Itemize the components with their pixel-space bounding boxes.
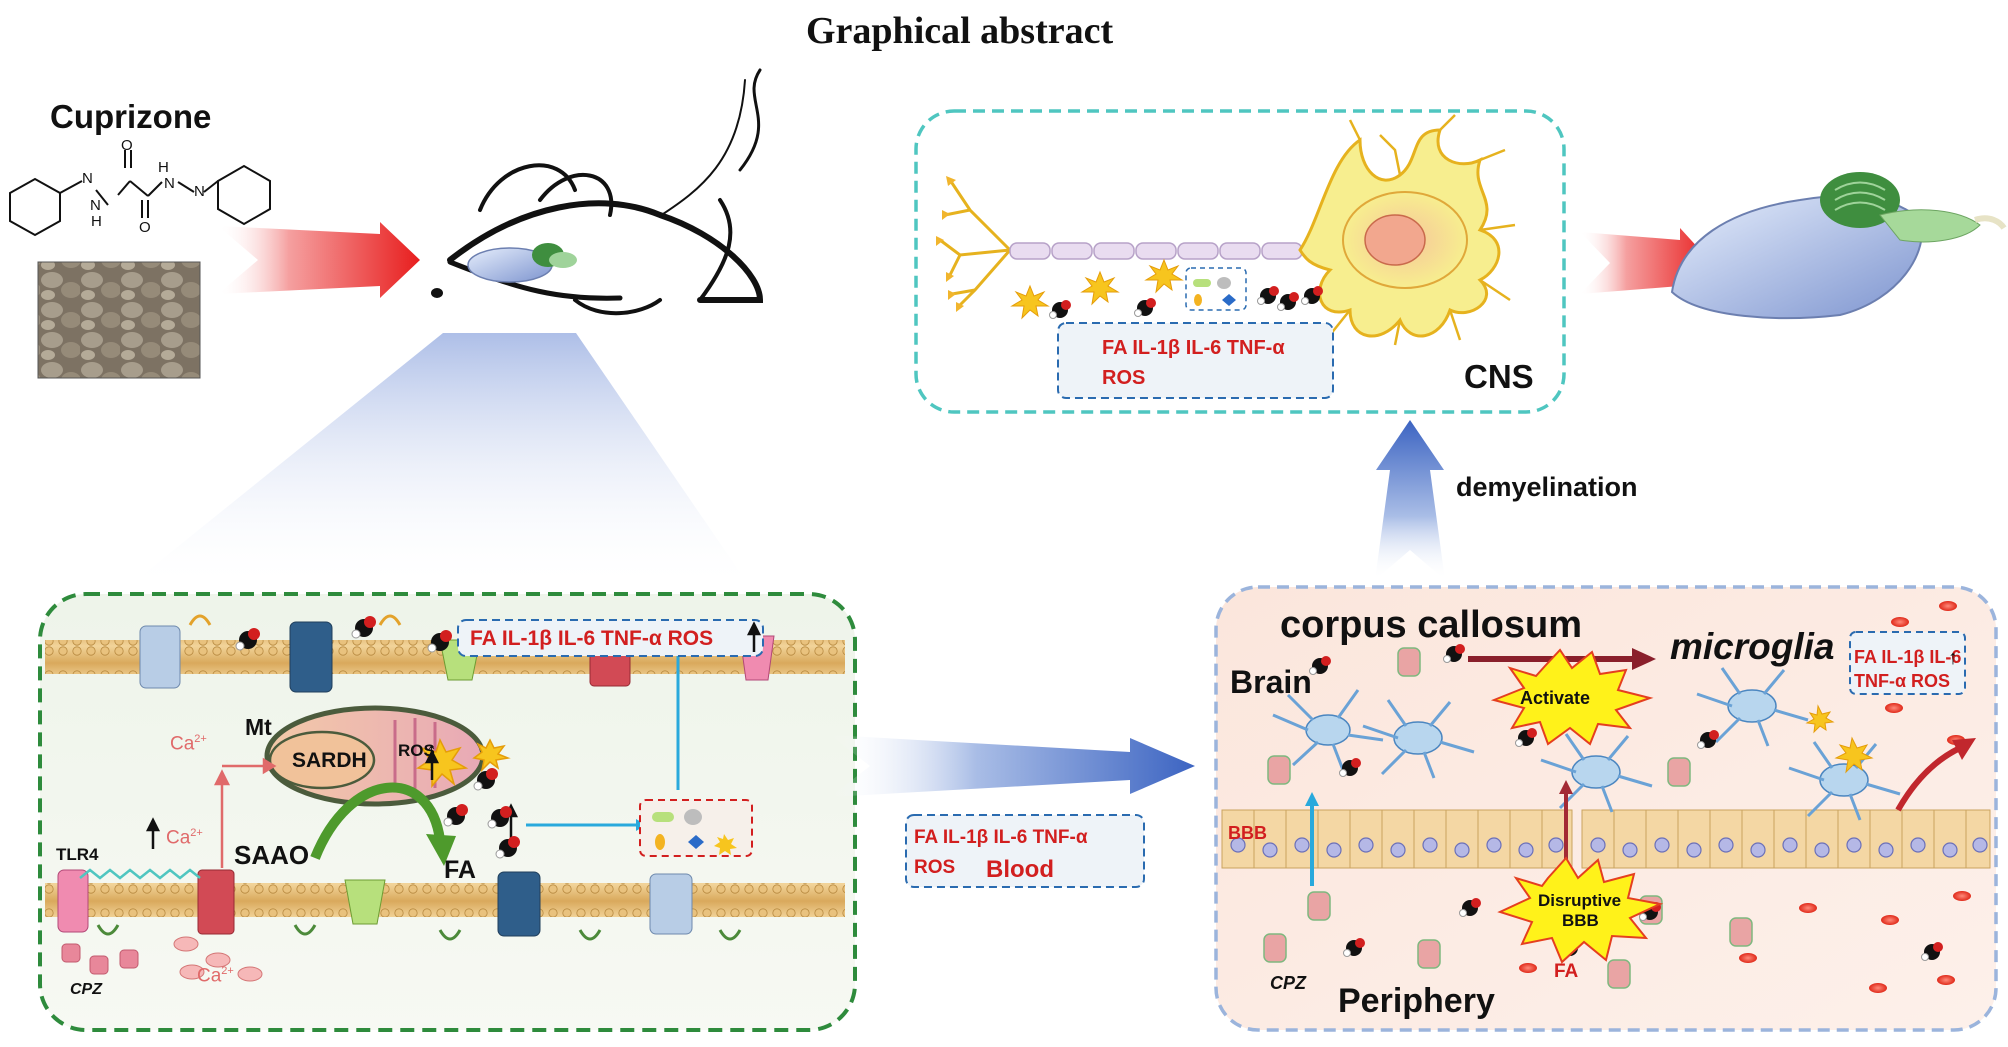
brain-cytokines-line2: TNF-α ROS [1854, 671, 1951, 691]
atom-h2: H [158, 159, 169, 176]
cns-label: CNS [1464, 358, 1534, 395]
channel-proteins-bottom [57, 869, 693, 937]
ca-mid-text: Ca [166, 827, 191, 849]
blood-cytokines-line1: FA IL-1β IL-6 TNF-α [914, 827, 1088, 848]
mitochondrion [264, 705, 486, 807]
activate-burst [1490, 648, 1654, 746]
disruptive-burst [1497, 856, 1664, 964]
blue-arrow-demyelination [1375, 420, 1445, 580]
bbb-nuclei [1230, 837, 1988, 858]
cuprizone-pellets [37, 261, 201, 379]
fa-label-periphery: FA [1554, 961, 1579, 982]
mediator-shapes [652, 809, 737, 855]
blue-arrow-to-brain [830, 735, 1195, 797]
ca-mid-charge: 2+ [190, 827, 203, 839]
cns-panel [914, 109, 1566, 414]
cell-panel [38, 592, 857, 1032]
brain-periphery-panel [1214, 585, 1998, 1032]
membrane-receptors [96, 614, 742, 941]
saao-label: SAAO [234, 840, 310, 870]
cuprizone-label: Cuprizone [50, 98, 212, 135]
disruptive-label-line2: BBB [1562, 911, 1599, 930]
cns-cytokines-line2: ROS [1102, 367, 1146, 389]
cpz-particles [61, 943, 139, 975]
bbb-label: BBB [1228, 823, 1267, 843]
formaldehyde-molecules [235, 616, 520, 859]
disruptive-label-line1: Disruptive [1538, 891, 1622, 910]
fa-label: FA [444, 856, 476, 884]
mt-label: Mt [245, 714, 272, 740]
brain-label: Brain [1230, 664, 1312, 700]
saao-to-fa-arrow [310, 782, 445, 860]
ca-label-top: Ca2+ [170, 733, 207, 755]
demyelination-label: demyelination [1456, 472, 1638, 502]
brain-cytokines-line1: FA IL-1β IL-6 [1854, 647, 1962, 667]
corpus-callosum-label: corpus callosum [1280, 604, 1582, 646]
sardh-label: SARDH [292, 749, 367, 772]
atom-n2: N [90, 197, 101, 214]
cpz-glyphs [1263, 647, 1753, 989]
atom-h1: H [91, 213, 102, 230]
ros-label: ROS [398, 741, 435, 760]
microglia-label: microglia [1670, 626, 1835, 667]
atom-o1: O [121, 137, 133, 154]
ca-label-bottom: Ca2+ [197, 965, 234, 987]
bbb-cells [1253, 810, 1967, 868]
cpz-label-cell: CPZ [70, 981, 102, 998]
mouse-nose [431, 288, 443, 298]
blood-label: Blood [986, 856, 1054, 883]
cell-cytokine-box [457, 619, 764, 657]
increase-arrows [145, 621, 762, 849]
tlr4-signal [79, 868, 201, 880]
figure-title: Graphical abstract [806, 10, 1114, 52]
red-arrow-to-mouse [218, 222, 420, 298]
cpz-label-periphery: CPZ [1270, 973, 1306, 993]
blood-box [905, 814, 1145, 888]
cytokine-release-path [526, 650, 680, 827]
ros-increase-arrow: ↑ [426, 738, 437, 763]
blood-cytokines-line2: ROS [914, 857, 956, 878]
ca-label-mid: Ca2+ [166, 827, 203, 849]
cns-cytokines-line1: FA IL-1β IL-6 TNF-α [1102, 337, 1285, 359]
brain-increase-arrow: ↑ [1948, 647, 1958, 669]
large-brain [1670, 172, 2007, 320]
cuprizone-structure [9, 150, 271, 237]
tlr4-label: TLR4 [56, 845, 99, 864]
ca-top-text: Ca [170, 733, 195, 755]
atom-n3: N [164, 175, 175, 192]
atom-n4: N [194, 183, 205, 200]
atom-n1: N [82, 170, 93, 187]
atom-o2: O [139, 219, 151, 236]
ca-arrows [213, 757, 277, 868]
release-arrow [1895, 745, 1962, 812]
red-blood-cells [1519, 601, 1971, 993]
ca-top-charge: 2+ [194, 733, 207, 745]
zoom-beam [124, 333, 752, 590]
bbb-layer [1221, 809, 1991, 869]
activate-label: Activate [1520, 688, 1591, 708]
ca-ions [173, 936, 263, 982]
cell-cytokines-label: FA IL-1β IL-6 TNF-α ROS [470, 627, 714, 650]
ca-bottom-text: Ca [197, 965, 222, 987]
mouse-brain-small [467, 243, 577, 283]
periphery-label: Periphery [1338, 982, 1495, 1020]
ca-bottom-charge: 2+ [221, 965, 234, 977]
